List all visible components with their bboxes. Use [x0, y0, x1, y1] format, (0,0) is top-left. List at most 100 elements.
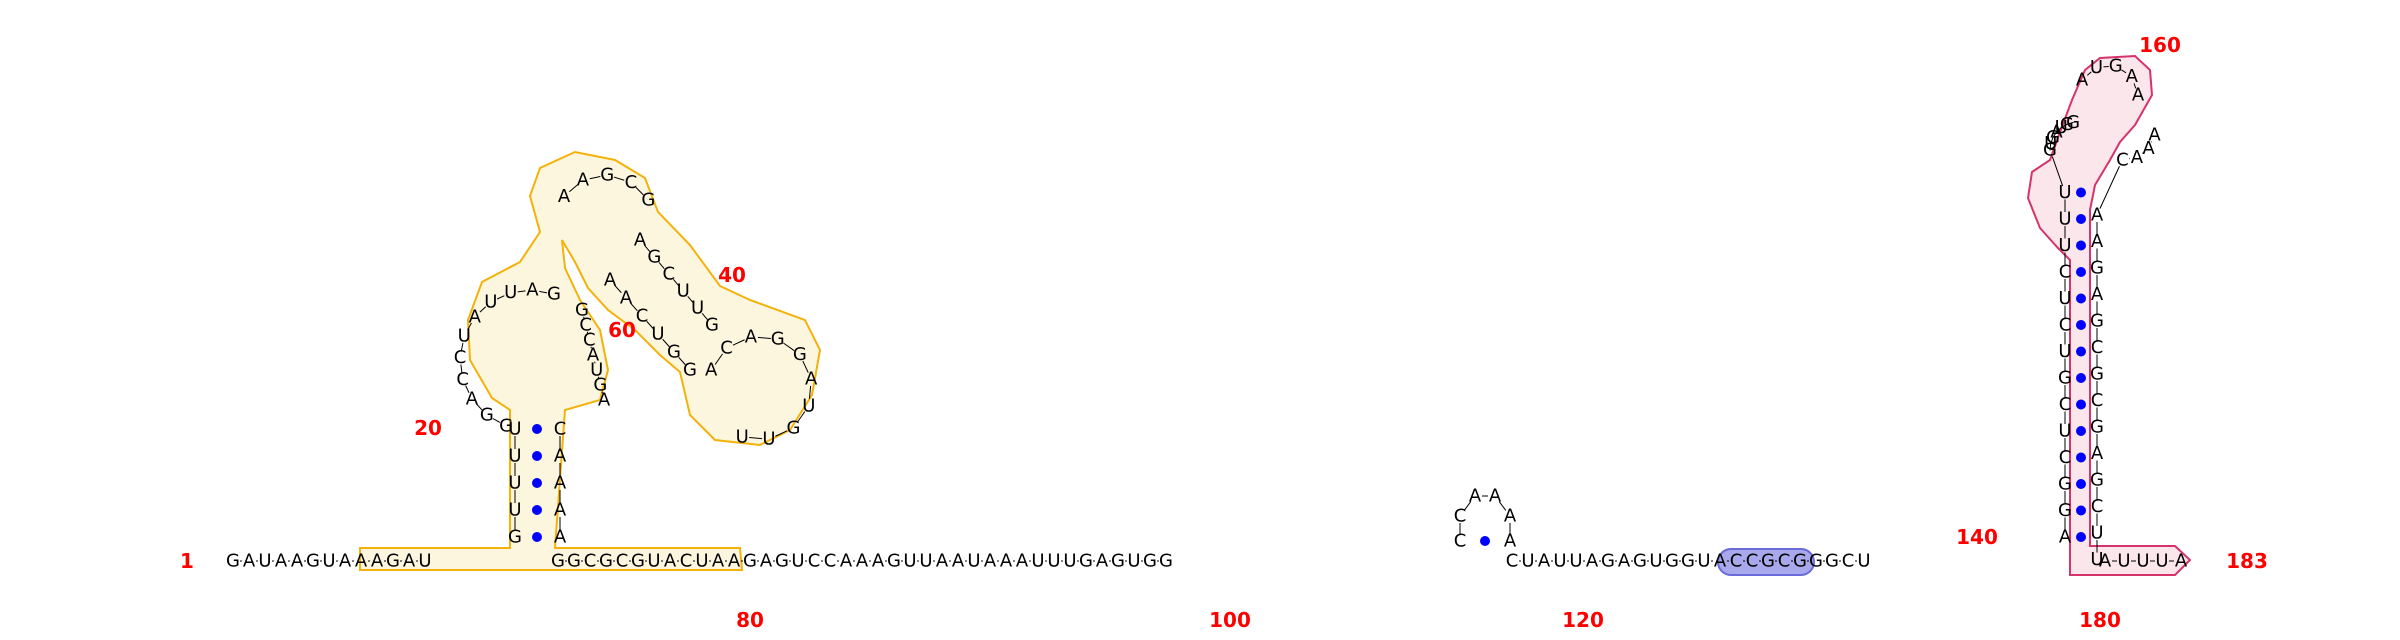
- nucleotide-main: C: [1506, 551, 1519, 572]
- nucleotide-main: C: [1842, 551, 1855, 572]
- nucleotide-main: U: [1047, 551, 1060, 572]
- base-pair-dot: [2076, 479, 2086, 489]
- nucleotide-main: G: [1681, 551, 1695, 572]
- base-pair-dot: [2076, 373, 2086, 383]
- nucleotide-branch: A: [604, 270, 617, 291]
- nucleotide-loop-big: A: [2132, 85, 2145, 106]
- nucleotide-loop: A: [466, 389, 479, 410]
- position-label-140: 140: [1956, 525, 1998, 549]
- nucleotide-stem-big: A: [2131, 147, 2144, 168]
- base-pair-dot: [2076, 506, 2086, 516]
- nucleotide-branch: G: [647, 247, 661, 268]
- nucleotide-loop: C: [454, 347, 467, 368]
- nucleotide-stem-big: A: [2091, 443, 2104, 464]
- nucleotide-stem1: G: [508, 527, 522, 548]
- nucleotide-main: A: [403, 551, 416, 572]
- nucleotide-stem-big: U: [2058, 421, 2071, 442]
- nucleotide-branch: A: [805, 368, 818, 389]
- nucleotide-stem-big: U: [2058, 235, 2071, 256]
- nucleotide-stem1: A: [554, 500, 567, 521]
- base-pair-dot: [2076, 241, 2086, 251]
- nucleotide-main: C: [808, 551, 821, 572]
- nucleotide-branch: G: [786, 417, 800, 438]
- nucleotide-main: U: [1649, 551, 1662, 572]
- nucleotide-loop-big: U: [2090, 57, 2103, 78]
- nucleotide-main: A: [840, 551, 853, 572]
- nucleotide-main: A: [355, 551, 368, 572]
- nucleotide-branch: G: [705, 315, 719, 336]
- nucleotide-loop: A: [598, 390, 611, 411]
- nucleotide-main: C: [584, 551, 597, 572]
- nucleotide-main: G: [1793, 551, 1807, 572]
- nucleotide-branch: U: [691, 298, 704, 319]
- nucleotide-main: G: [226, 551, 240, 572]
- nucleotide-stem-big: U: [2090, 523, 2103, 544]
- base-pair-dot: [2076, 426, 2086, 436]
- base-pair-dot: [532, 424, 542, 434]
- nucleotide-branch: C: [663, 264, 676, 285]
- nucleotide-main: U: [418, 551, 431, 572]
- nucleotide-main: U: [2117, 551, 2130, 572]
- nucleotide-main: U: [1063, 551, 1076, 572]
- nucleotide-loop: A: [469, 306, 482, 327]
- nucleotide-branch: C: [720, 338, 733, 359]
- nucleotide-stem1: U: [508, 500, 521, 521]
- nucleotide-main: A: [952, 551, 965, 572]
- nucleotide-loop: G: [547, 284, 561, 305]
- nucleotide-main: U: [1553, 551, 1566, 572]
- nucleotide-branch: A: [745, 326, 758, 347]
- nucleotide-main: A: [2175, 551, 2188, 572]
- base-pair-dot: [2076, 320, 2086, 330]
- nucleotide-main: G: [1111, 551, 1125, 572]
- nucleotide-stem-big: C: [2091, 496, 2104, 517]
- base-pair-dot: [2076, 267, 2086, 277]
- nucleotide-main: G: [1601, 551, 1615, 572]
- nucleotide-stem-big: G: [2090, 470, 2104, 491]
- nucleotide-main: A: [728, 551, 741, 572]
- nucleotide-branch: U: [736, 426, 749, 447]
- nucleotide-stem-big: C: [2091, 337, 2104, 358]
- nucleotide-main: G: [567, 551, 581, 572]
- nucleotide-main: U: [903, 551, 916, 572]
- nucleotide-main: A: [371, 551, 384, 572]
- base-pair-dot: [2076, 400, 2086, 410]
- nucleotide-main: U: [647, 551, 660, 572]
- nucleotide-main: C: [680, 551, 693, 572]
- nucleotide-stem1: A: [554, 527, 567, 548]
- nucleotide-main: U: [258, 551, 271, 572]
- nucleotide-main: G: [775, 551, 789, 572]
- nucleotide-loop: A: [526, 280, 539, 301]
- nucleotide-branch: A: [705, 360, 718, 381]
- nucleotide-main: G: [1143, 551, 1157, 572]
- nucleotide-main: C: [824, 551, 837, 572]
- nucleotide-stem1: A: [554, 473, 567, 494]
- nucleotide-main: A: [984, 551, 997, 572]
- base-pair-dot: [2076, 347, 2086, 357]
- nucleotide-main: U: [1697, 551, 1710, 572]
- nucleotide-branch: U: [651, 324, 664, 345]
- base-pair-dot: [532, 478, 542, 488]
- nucleotide-loop: C: [456, 369, 469, 390]
- position-label-160: 160: [2139, 33, 2181, 57]
- base-pair-dot: [2076, 188, 2086, 198]
- nucleotide-stem-big: G: [2090, 258, 2104, 279]
- base-pair-dot: [2076, 294, 2086, 304]
- nucleotide-main: U: [967, 551, 980, 572]
- nucleotide-stem-big: G: [2090, 364, 2104, 385]
- nucleotide-main: G: [1761, 551, 1775, 572]
- nucleotide-stem-big: G: [2090, 311, 2104, 332]
- position-label-20: 20: [414, 416, 442, 440]
- position-label-40: 40: [718, 263, 746, 287]
- nucleotide-loop: U: [458, 326, 471, 347]
- nucleotide-stem1: U: [508, 473, 521, 494]
- nucleotide-main: G: [551, 551, 565, 572]
- nucleotide-branch: G: [793, 344, 807, 365]
- nucleotide-loop: U: [504, 282, 517, 303]
- nucleotide-loop-big: G: [2109, 56, 2123, 77]
- nucleotide-hairpin: A: [1504, 531, 1517, 552]
- nucleotide-main: C: [1778, 551, 1791, 572]
- nucleotide-stem-big: G: [2090, 417, 2104, 438]
- nucleotide-main: G: [631, 551, 645, 572]
